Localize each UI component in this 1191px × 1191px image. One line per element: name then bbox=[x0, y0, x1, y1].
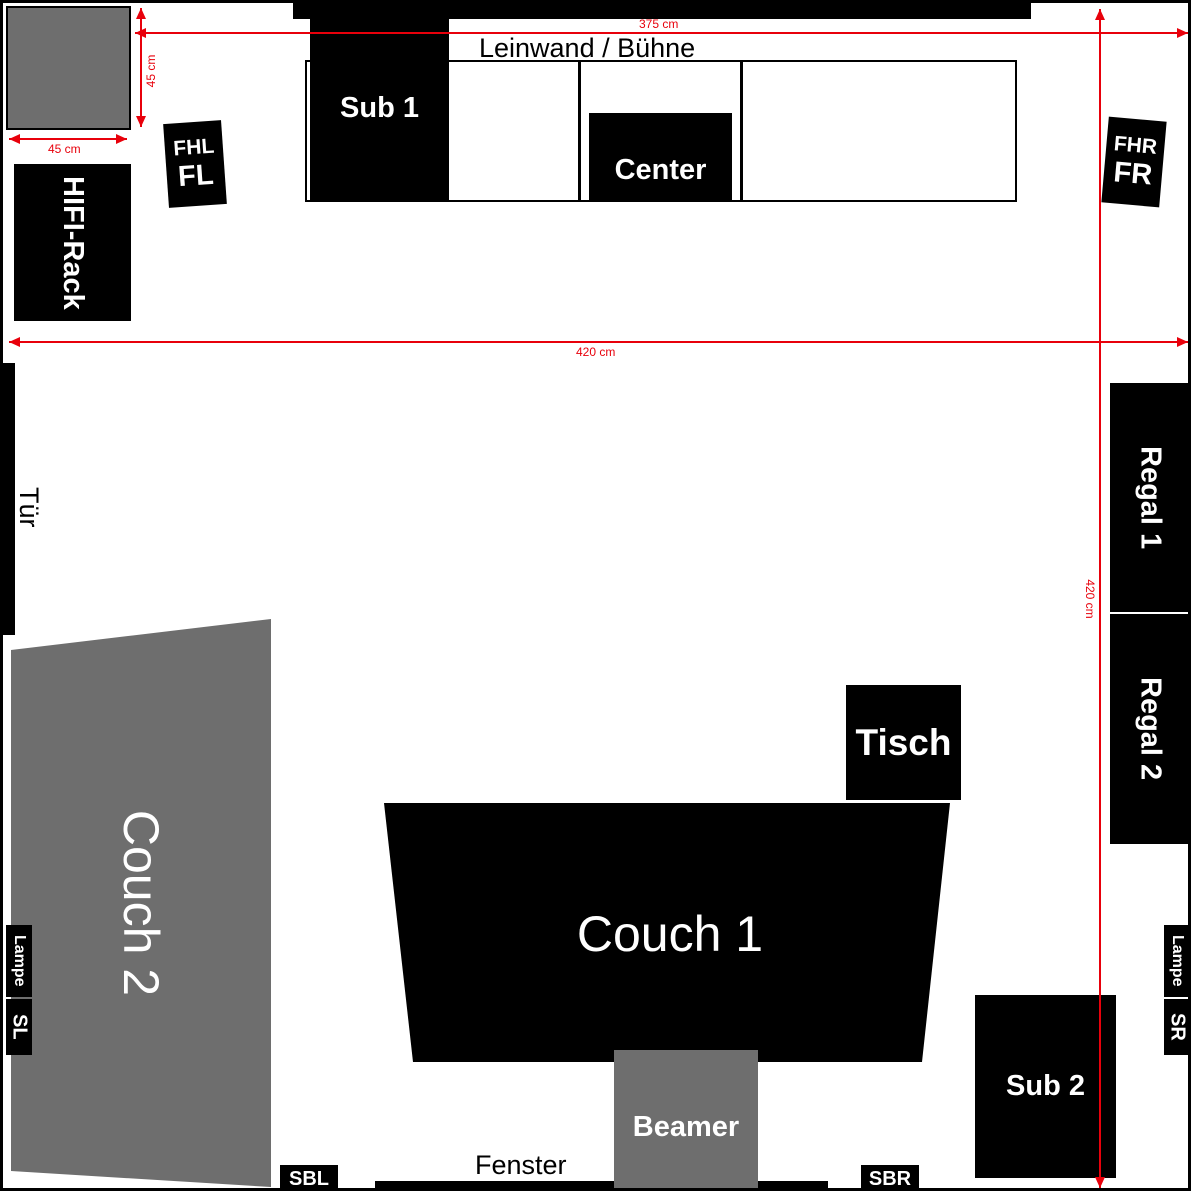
dimension-label-45-vertical: 45 cm bbox=[144, 54, 158, 88]
arrowhead bbox=[1095, 9, 1105, 20]
window-label: Fenster bbox=[475, 1150, 567, 1180]
lamp-left-label: Lampe bbox=[11, 935, 28, 987]
lamp-left: Lampe bbox=[6, 925, 32, 997]
surround-back-right-speaker: SBR bbox=[861, 1165, 919, 1190]
lamp-right-label: Lampe bbox=[1169, 935, 1186, 987]
arrowhead bbox=[1095, 1177, 1105, 1188]
beamer: Beamer bbox=[614, 1050, 758, 1188]
center-label: Center bbox=[614, 154, 707, 186]
arrowhead bbox=[9, 337, 20, 347]
dimension-label-420-vertical: 420 cm bbox=[1083, 579, 1097, 619]
center-speaker: Center bbox=[589, 113, 732, 200]
shelf-1: Regal 1 bbox=[1110, 383, 1188, 612]
door-label: Tür bbox=[14, 487, 44, 528]
table-label: Tisch bbox=[855, 721, 952, 763]
surround-back-left-speaker: SBL bbox=[280, 1165, 338, 1190]
surround-right-speaker: SR bbox=[1164, 999, 1189, 1055]
stage-outline bbox=[305, 60, 1017, 202]
dimension-label-45-horizontal: 45 cm bbox=[48, 142, 81, 156]
top-wall-strip-right bbox=[1001, 3, 1031, 19]
arrowhead bbox=[116, 134, 127, 144]
surround-left-speaker: SL bbox=[6, 999, 32, 1055]
table: Tisch bbox=[846, 685, 961, 800]
sub2-label: Sub 2 bbox=[1006, 1070, 1085, 1102]
sub2-speaker: Sub 2 bbox=[975, 995, 1116, 1178]
hifi-rack-label: HIFI-Rack bbox=[57, 175, 89, 310]
arrowhead bbox=[136, 8, 146, 19]
arrowhead bbox=[1177, 28, 1188, 38]
sub1-speaker: Sub 1 bbox=[310, 17, 449, 200]
couch-shapes bbox=[11, 619, 950, 1187]
arrowhead bbox=[136, 116, 146, 127]
stage-divider-1 bbox=[578, 60, 581, 202]
couch-1-shape bbox=[384, 803, 950, 1062]
sl-label: SL bbox=[8, 1014, 31, 1040]
sr-label: SR bbox=[1166, 1013, 1189, 1041]
shelf-1-label: Regal 1 bbox=[1134, 445, 1167, 550]
arrowhead bbox=[1177, 337, 1188, 347]
door-frame bbox=[3, 363, 15, 635]
couch-2-shape bbox=[11, 619, 271, 1187]
sub1-label: Sub 1 bbox=[340, 92, 419, 124]
lamp-right: Lampe bbox=[1164, 925, 1188, 997]
stage-label: Leinwand / Bühne bbox=[479, 33, 696, 63]
couch-1-label: Couch 1 bbox=[576, 906, 764, 962]
beamer-label: Beamer bbox=[632, 1110, 740, 1143]
hifi-rack: HIFI-Rack bbox=[14, 164, 131, 321]
window-frame bbox=[375, 1181, 828, 1188]
dimension-label-375: 375 cm bbox=[639, 17, 679, 31]
dimension-label-420-horizontal: 420 cm bbox=[576, 345, 616, 359]
sbr-label: SBR bbox=[868, 1168, 912, 1190]
dimension-lines bbox=[9, 8, 1188, 1188]
arrowhead bbox=[9, 134, 20, 144]
shelf-2-label: Regal 2 bbox=[1134, 677, 1167, 781]
shelf-2: Regal 2 bbox=[1110, 614, 1188, 844]
top-wall-strip bbox=[293, 3, 1003, 19]
stage-divider-2 bbox=[740, 60, 743, 202]
corner-element bbox=[6, 6, 131, 130]
sbl-label: SBL bbox=[289, 1168, 329, 1190]
